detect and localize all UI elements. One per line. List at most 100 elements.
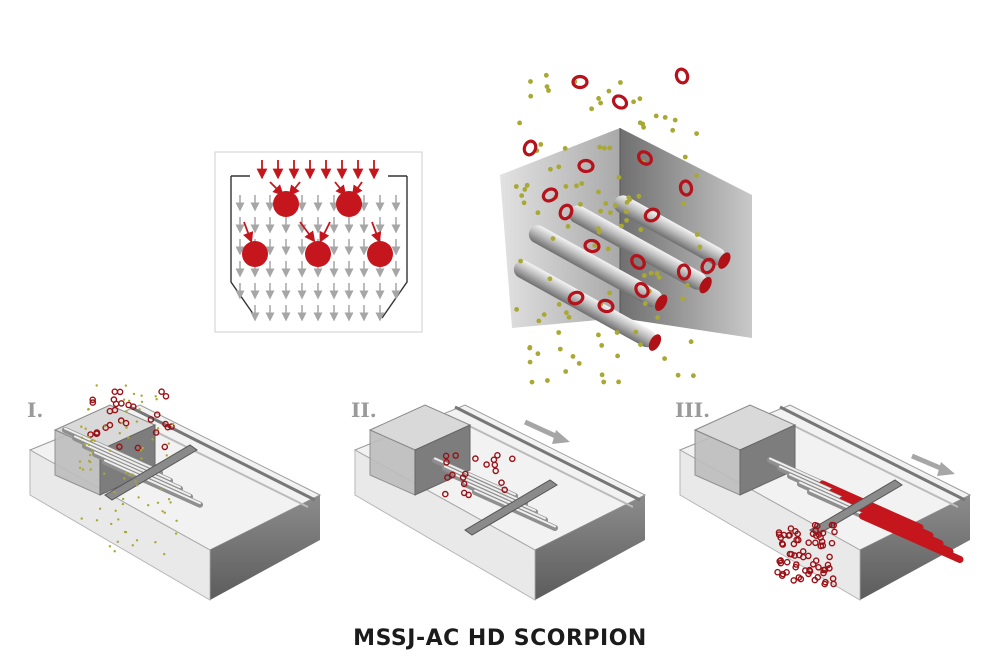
product-particle: [519, 193, 525, 199]
separator-unit-step-3: [678, 404, 972, 601]
product-particle: [151, 438, 154, 441]
product-particle: [556, 302, 562, 307]
product-particle: [578, 201, 583, 207]
product-particle: [546, 88, 551, 93]
metal-ring: [777, 534, 785, 541]
metal-ring: [817, 542, 825, 550]
metal-ring: [678, 179, 694, 197]
metal-ring: [824, 561, 832, 569]
product-particle: [522, 187, 528, 192]
product-particle: [138, 408, 141, 411]
product-particle: [110, 522, 113, 526]
product-particle: [527, 345, 533, 351]
product-particle: [163, 552, 166, 556]
metal-ring: [93, 429, 101, 436]
arrow-down-icon: [269, 181, 284, 196]
product-particle: [618, 80, 623, 85]
magnet-grid-cutaway: [500, 67, 752, 385]
product-particle: [127, 436, 130, 439]
arrow-right-icon: [523, 419, 570, 444]
product-particle: [550, 236, 556, 242]
metal-ring: [597, 298, 615, 314]
metal-ring: [700, 257, 716, 275]
product-particle: [607, 145, 613, 151]
product-particle: [694, 131, 699, 137]
product-particle: [576, 361, 582, 366]
metal-ring: [87, 431, 94, 438]
product-particle: [90, 439, 93, 442]
metal-ring: [444, 474, 451, 481]
product-particle: [566, 314, 572, 320]
product-particle: [154, 541, 157, 544]
metal-ring: [110, 396, 118, 403]
metal-ring: [822, 578, 829, 586]
product-particles: [513, 72, 703, 385]
product-particle: [521, 200, 527, 206]
metal-ring: [774, 568, 781, 576]
tray-front: [860, 495, 970, 600]
product-particle: [128, 474, 131, 477]
product-particle: [528, 79, 533, 84]
product-particle: [114, 509, 117, 512]
product-particle: [108, 545, 112, 548]
metal-ring: [815, 563, 822, 571]
metal-ring: [490, 456, 498, 464]
product-particle: [155, 398, 158, 401]
metal-ring: [831, 528, 838, 536]
arrow-down-icon: [299, 221, 316, 243]
product-particle: [655, 315, 660, 320]
product-particle: [91, 450, 94, 453]
arrow-down-icon: [371, 221, 382, 244]
product-particle: [605, 246, 611, 252]
product-particle: [140, 400, 144, 404]
step-label-1: I.: [27, 398, 44, 422]
metal-ring: [158, 388, 165, 395]
metal-ring: [820, 569, 827, 577]
magnet-rod-section: [367, 241, 393, 267]
metal-ring: [637, 150, 653, 166]
magnet-rod-section: [242, 241, 268, 267]
tray-front: [535, 495, 645, 600]
product-particle: [518, 258, 523, 264]
metal-ring: [811, 576, 819, 584]
metal-ring: [501, 486, 508, 494]
product-particle: [78, 460, 82, 463]
metal-ring: [462, 470, 469, 478]
metal-ring: [577, 158, 595, 174]
arrow-down-icon: [288, 181, 301, 197]
product-particle: [116, 540, 120, 543]
product-particle: [78, 466, 82, 469]
metal-ring: [567, 290, 585, 306]
hopper-wall-right: [381, 176, 408, 319]
product-particle: [125, 410, 128, 413]
product-particle: [135, 420, 139, 423]
metal-ring: [498, 479, 505, 486]
product-particle: [117, 518, 120, 521]
product-particle: [596, 332, 601, 338]
metal-ring: [830, 521, 837, 529]
rod-carrier-plate: [464, 479, 558, 536]
product-particle: [675, 372, 681, 378]
metal-ring: [674, 67, 690, 85]
product-particle: [642, 301, 648, 306]
product-particle: [161, 510, 164, 513]
product-particle: [167, 498, 171, 501]
metal-ring: [134, 444, 142, 452]
metal-ring: [442, 452, 450, 460]
product-particle: [694, 173, 699, 179]
metal-ring: [790, 577, 797, 584]
product-particle: [513, 184, 519, 189]
metal-ring: [116, 443, 123, 451]
product-particle: [579, 181, 585, 186]
metal-ring: [571, 74, 589, 90]
product-particle: [563, 184, 569, 189]
tray-side: [29, 449, 211, 601]
product-particle: [548, 166, 553, 172]
product-particle: [596, 189, 601, 195]
product-particle: [163, 511, 166, 514]
product-particle: [538, 142, 544, 147]
product-particle: [670, 127, 676, 133]
product-particle: [528, 93, 534, 99]
product-particle: [615, 353, 620, 359]
